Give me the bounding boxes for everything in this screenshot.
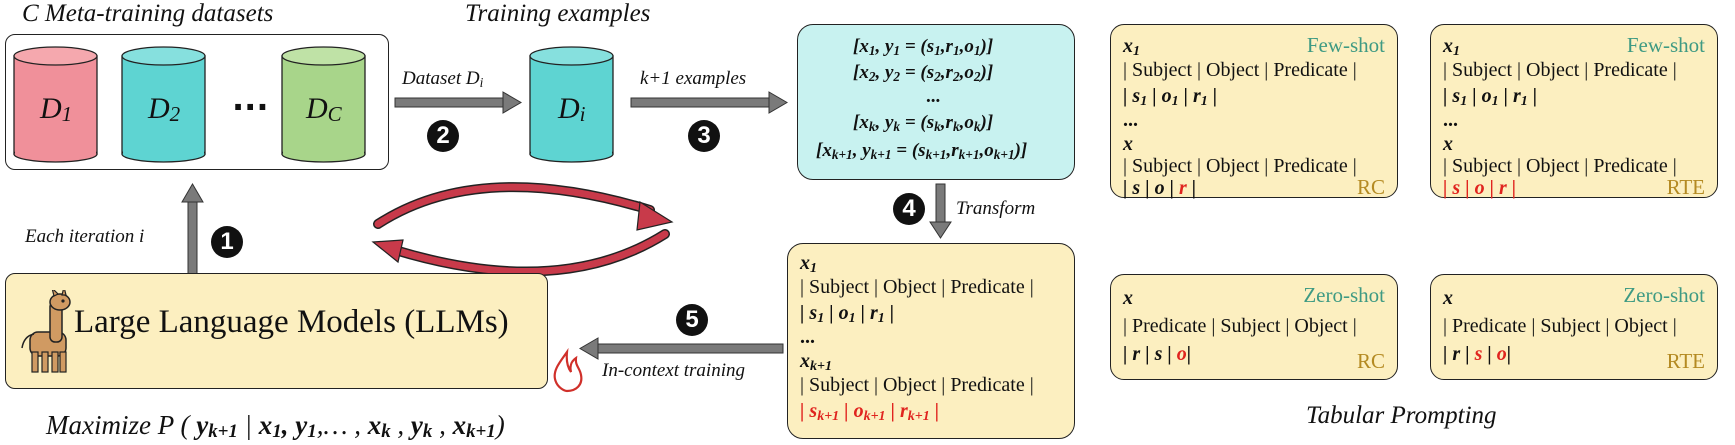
card-dots: ... xyxy=(1123,109,1138,131)
llm-label: Large Language Models (LLMs) xyxy=(74,304,509,340)
card-x1: x1 xyxy=(1123,35,1140,59)
each-iteration-label: Each iteration i xyxy=(25,226,145,247)
objective-formula: Maximize P ( yk+1 | x1, y1,… , xk , yk ,… xyxy=(46,410,505,442)
step-1-badge: 1 xyxy=(211,226,243,258)
card-x: x xyxy=(1123,287,1133,309)
card-task-label: RC xyxy=(1356,349,1385,373)
zero-shot-rc-card: Zero-shot x | Predicate | Subject | Obje… xyxy=(1110,274,1398,380)
arrow-dataset-to-di xyxy=(394,91,522,114)
card-x: x xyxy=(1443,133,1453,155)
dataset-dc-label: DC xyxy=(306,92,342,126)
card-mode-label: Few-shot xyxy=(1626,33,1705,57)
card-x: x xyxy=(1123,133,1133,155)
example-line-k1: [xk+1, yk+1 = (sk+1,rk+1,ok+1)] xyxy=(816,140,1028,162)
card-header: | Subject | Object | Predicate | xyxy=(1123,59,1357,81)
k-plus-1-arrow-label: k+1 examples xyxy=(640,68,747,89)
dataset-di-label: Di xyxy=(558,92,586,126)
example-line-1: [x1, y1 = (s1,r1,o1)] xyxy=(853,36,994,58)
card-dots: ... xyxy=(1443,109,1458,131)
transform-header: | Subject | Object | Predicate | xyxy=(800,276,1034,298)
dataset-d1-cylinder xyxy=(13,46,98,163)
step-5-badge: 5 xyxy=(676,304,708,336)
meta-datasets-container xyxy=(5,34,389,170)
card-x: x xyxy=(1443,287,1453,309)
step-4-badge: 4 xyxy=(893,193,925,225)
card-mode-label: Zero-shot xyxy=(1303,283,1385,307)
dataset-dc-cylinder xyxy=(281,46,366,163)
llama-icon xyxy=(21,290,71,373)
card-mode-label: Zero-shot xyxy=(1623,283,1705,307)
zero-shot-rte-card: Zero-shot x | Predicate | Subject | Obje… xyxy=(1430,274,1718,380)
arrow-in-context-left xyxy=(579,337,784,360)
arrow-iteration-up xyxy=(181,183,204,288)
card-answer: | r | s | o| xyxy=(1443,343,1512,365)
dataset-d1-label: D1 xyxy=(40,92,73,126)
card-header: | Predicate | Subject | Object | xyxy=(1123,315,1357,337)
dataset-d2-cylinder xyxy=(121,46,206,163)
transform-arrow-label: Transform xyxy=(956,198,1036,219)
card-task-label: RTE xyxy=(1666,349,1705,373)
arrow-di-to-examples xyxy=(630,91,788,114)
card-x1: x1 xyxy=(1443,35,1460,59)
in-context-training-label: In-context training xyxy=(602,360,745,381)
example-line-dots: ... xyxy=(926,86,941,107)
card-example-row: | s1 | o1 | r1 | xyxy=(1123,85,1218,109)
card-header2: | Subject | Object | Predicate | xyxy=(1443,155,1677,177)
tabular-prompting-title: Tabular Prompting xyxy=(1306,402,1497,429)
dataset-di-arrow-label: Dataset Di xyxy=(402,68,484,90)
cycle-arrows xyxy=(371,182,674,277)
card-answer: | r | s | o| xyxy=(1123,343,1192,365)
card-example-row: | s1 | o1 | r1 | xyxy=(1443,85,1538,109)
example-line-2: [x2, y2 = (s2,r2,o2)] xyxy=(853,62,994,84)
transform-dots: ... xyxy=(800,326,815,348)
card-task-label: RC xyxy=(1356,175,1385,199)
transform-x1: x1 xyxy=(800,252,817,276)
transform-row1: | s1 | o1 | r1 | xyxy=(800,302,895,326)
arrow-transform-down xyxy=(929,183,952,239)
training-examples-title: Training examples xyxy=(465,0,651,27)
step-2-badge: 2 xyxy=(427,120,459,152)
card-header: | Subject | Object | Predicate | xyxy=(1443,59,1677,81)
example-line-k: [xk, yk = (sk,rk,ok)] xyxy=(853,112,994,134)
transform-header2: | Subject | Object | Predicate | xyxy=(800,374,1034,396)
dataset-di-cylinder xyxy=(529,46,614,163)
llm-box: Large Language Models (LLMs) xyxy=(5,273,548,389)
few-shot-rc-card: Few-shot x1 | Subject | Object | Predica… xyxy=(1110,24,1398,199)
meta-datasets-title: C Meta-training datasets xyxy=(22,0,274,27)
few-shot-rte-card: Few-shot x1 | Subject | Object | Predica… xyxy=(1430,24,1718,199)
transform-xk1: xk+1 xyxy=(800,350,832,374)
dataset-ellipsis: ··· xyxy=(232,88,269,126)
card-answer: | s | o | r | xyxy=(1123,177,1197,199)
card-header: | Predicate | Subject | Object | xyxy=(1443,315,1677,337)
card-header2: | Subject | Object | Predicate | xyxy=(1123,155,1357,177)
transform-row2: | sk+1 | ok+1 | rk+1 | xyxy=(800,400,940,424)
card-answer: | s | o | r | xyxy=(1443,177,1517,199)
flame-icon xyxy=(553,347,583,393)
card-mode-label: Few-shot xyxy=(1306,33,1385,57)
card-task-label: RTE xyxy=(1666,175,1705,199)
transformed-table-box: x1 | Subject | Object | Predicate | | s1… xyxy=(787,243,1075,439)
dataset-d2-label: D2 xyxy=(148,92,181,126)
step-3-badge: 3 xyxy=(688,120,720,152)
training-examples-box: [x1, y1 = (s1,r1,o1)] [x2, y2 = (s2,r2,o… xyxy=(797,24,1075,180)
